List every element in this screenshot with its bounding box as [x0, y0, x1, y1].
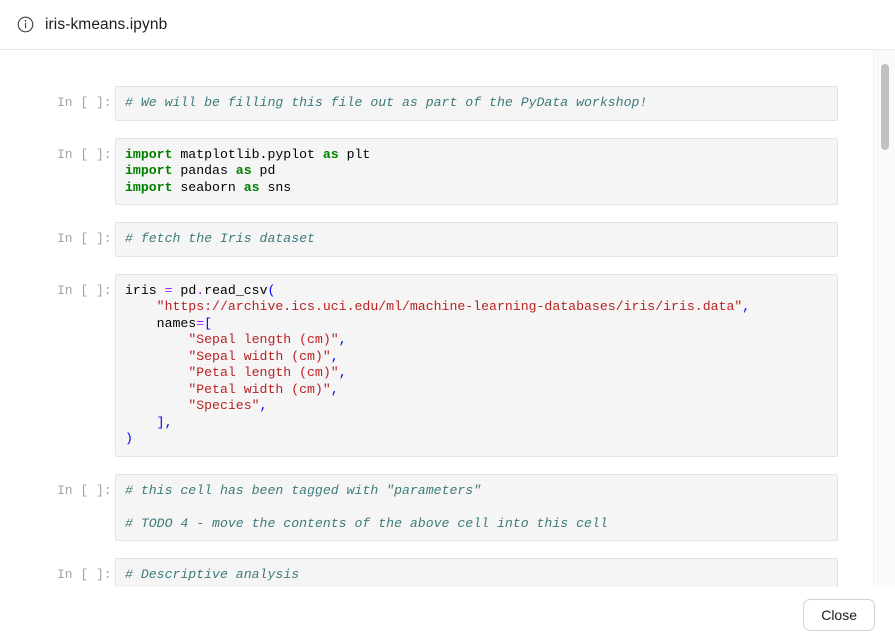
cell-code-input[interactable]: # Descriptive analysis — [115, 558, 838, 587]
code-token: , — [338, 365, 347, 380]
code-token: = — [196, 315, 205, 331]
code-token: # TODO 4 - move the contents of the abov… — [125, 515, 608, 531]
code-line: names=[ — [125, 316, 837, 333]
code-token — [125, 349, 188, 364]
code-token: [ — [204, 315, 213, 331]
code-token: ( — [267, 282, 276, 298]
code-token: as — [243, 179, 260, 195]
code-token — [125, 415, 157, 430]
code-token: "Petal width (cm)" — [188, 381, 331, 397]
code-token: , — [338, 332, 347, 347]
code-token: "Petal length (cm)" — [188, 365, 339, 380]
cell-prompt-label: In [ ]: — [57, 146, 112, 162]
cell-code-input[interactable]: # We will be filling this file out as pa… — [115, 86, 838, 121]
info-circle-icon — [17, 16, 34, 33]
code-token: seaborn — [172, 179, 244, 195]
code-line: "Species", — [125, 398, 837, 415]
code-token: pd — [172, 282, 197, 298]
code-token: read_csv — [204, 282, 268, 298]
code-line: ) — [125, 431, 837, 448]
cell-code-input[interactable]: iris = pd.read_csv( "https://archive.ics… — [115, 273, 838, 457]
code-token — [125, 382, 188, 397]
code-line: import pandas as pd — [125, 163, 837, 180]
scrollbar-thumb[interactable] — [881, 64, 889, 150]
notebook-cell[interactable]: In [ ]: # We will be filling this file ou… — [0, 86, 864, 121]
code-token — [125, 398, 188, 413]
code-token: # Descriptive analysis — [125, 567, 300, 582]
code-token — [125, 299, 157, 314]
cell-prompt-label: In [ ]: — [57, 567, 112, 582]
cell-code-input[interactable]: # this cell has been tagged with "parame… — [115, 473, 838, 541]
code-token: names — [125, 315, 197, 331]
notebook-cell-list: In [ ]: # We will be filling this file ou… — [0, 50, 864, 587]
notebook-cell[interactable]: In [ ]:iris = pd.read_csv( "https://arch… — [0, 273, 864, 457]
code-line: # Descriptive analysis — [125, 567, 837, 584]
notebook-header: iris-kmeans.ipynb — [0, 0, 895, 50]
code-token: . — [196, 282, 205, 298]
code-token: # this cell has been tagged with "parame… — [125, 482, 482, 498]
notebook-filename: iris-kmeans.ipynb — [45, 15, 168, 33]
code-token: , — [742, 299, 751, 314]
cell-code-input[interactable]: # fetch the Iris dataset — [115, 222, 838, 257]
code-token: # We will be filling this file out as pa… — [125, 95, 648, 110]
notebook-cell[interactable]: In [ ]: # fetch the Iris dataset — [0, 222, 864, 257]
code-token: , — [259, 398, 268, 413]
close-button[interactable]: Close — [803, 598, 875, 632]
code-line: "https://archive.ics.uci.edu/ml/machine-… — [125, 299, 837, 316]
code-token: plt — [338, 146, 371, 162]
code-token: import — [125, 146, 173, 162]
cell-prompt-label: In [ ]: — [57, 482, 112, 498]
code-token: "Sepal width (cm)" — [188, 348, 331, 364]
notebook-cell[interactable]: In [ ]: # this cell has been tagged with … — [0, 473, 864, 541]
code-token: ], — [156, 414, 173, 430]
notebook-scrollbar[interactable] — [873, 50, 895, 587]
cell-prompt-label: In [ ]: — [57, 282, 112, 298]
dialog-footer: Close — [0, 587, 895, 643]
code-token: import — [125, 179, 173, 195]
code-token — [125, 332, 188, 347]
code-token: pandas — [172, 163, 236, 178]
code-line: "Petal width (cm)", — [125, 382, 837, 399]
code-token: import — [125, 163, 173, 178]
code-line: # We will be filling this file out as pa… — [125, 95, 837, 112]
code-token: matplotlib.pyplot — [172, 146, 323, 162]
code-token: iris — [125, 282, 165, 298]
code-token: "Sepal length (cm)" — [188, 332, 339, 347]
cell-prompt-label: In [ ]: — [57, 95, 112, 110]
code-line: # TODO 4 - move the contents of the abov… — [125, 516, 837, 533]
code-token: "Species" — [188, 398, 260, 413]
notebook-body: In [ ]: # We will be filling this file ou… — [0, 50, 895, 587]
code-token: as — [322, 146, 339, 162]
code-line: # this cell has been tagged with "parame… — [125, 483, 837, 500]
code-line: import seaborn as sns — [125, 180, 837, 197]
code-token: "https://archive.ics.uci.edu/ml/machine-… — [156, 299, 743, 314]
code-line: "Sepal width (cm)", — [125, 349, 837, 366]
code-line: "Petal length (cm)", — [125, 365, 837, 382]
cell-prompt-label: In [ ]: — [57, 231, 112, 246]
code-line: iris = pd.read_csv( — [125, 283, 837, 300]
code-token: ) — [125, 431, 133, 446]
code-token — [125, 365, 188, 380]
code-token: = — [164, 282, 173, 298]
code-token: pd — [251, 163, 276, 178]
code-line: # fetch the Iris dataset — [125, 231, 837, 248]
code-line — [125, 499, 837, 516]
notebook-cell[interactable]: In [ ]: # Descriptive analysis — [0, 558, 864, 587]
code-line: "Sepal length (cm)", — [125, 332, 837, 349]
code-token: # fetch the Iris dataset — [125, 231, 315, 246]
code-line: ], — [125, 415, 837, 432]
code-token: , — [330, 348, 339, 364]
code-token: as — [235, 163, 252, 178]
code-token: sns — [259, 179, 292, 195]
code-token: , — [330, 381, 339, 397]
code-line: import matplotlib.pyplot as plt — [125, 147, 837, 164]
